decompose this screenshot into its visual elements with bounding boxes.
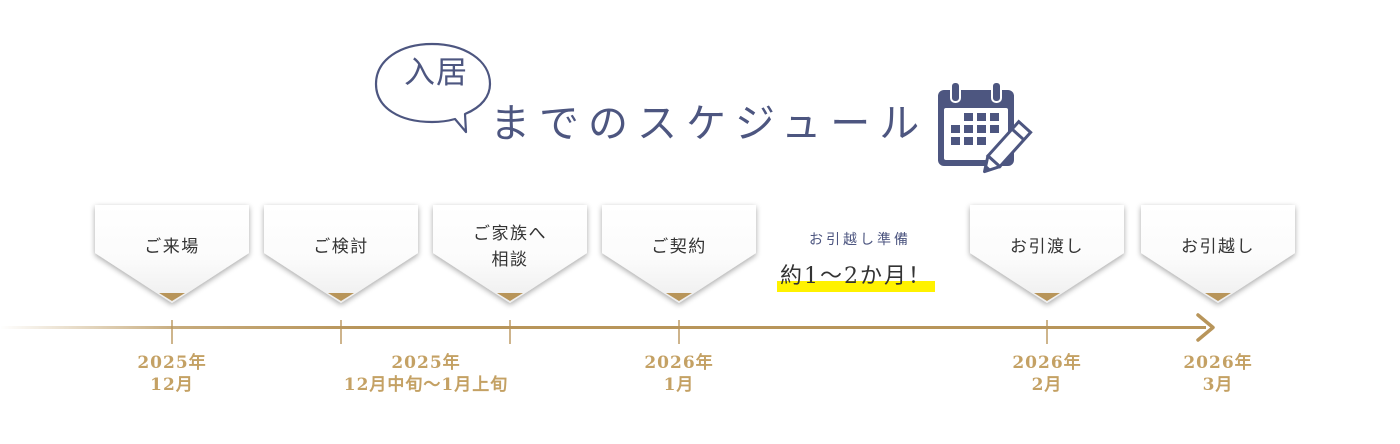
step-label: ご来場: [144, 236, 200, 257]
timeline-arrow: [0, 313, 1215, 344]
step-label: お引渡し: [1010, 236, 1084, 257]
moving-prep-label: お引越し準備: [809, 232, 911, 248]
step-card-visit: ご来場: [95, 205, 249, 305]
step-card-consider: ご検討: [264, 205, 418, 305]
step-card-move-in: お引越し: [1141, 205, 1295, 305]
bubble-text: 入居: [404, 55, 468, 91]
step-card-handover: お引渡し: [970, 205, 1124, 305]
speech-bubble: [374, 42, 492, 134]
step-label: ご家族へ相談: [473, 223, 547, 270]
step-label: ご契約: [651, 236, 707, 257]
step-card-family-consult: ご家族へ相談: [433, 205, 587, 305]
calendar-pencil-icon: [938, 81, 1033, 174]
step-label: お引越し: [1181, 236, 1255, 257]
step-label: ご検討: [313, 236, 369, 257]
moving-prep-duration: 約1〜2か月！: [777, 262, 935, 292]
page-title: までのスケジュール: [490, 101, 929, 147]
step-card-contract: ご契約: [602, 205, 756, 305]
